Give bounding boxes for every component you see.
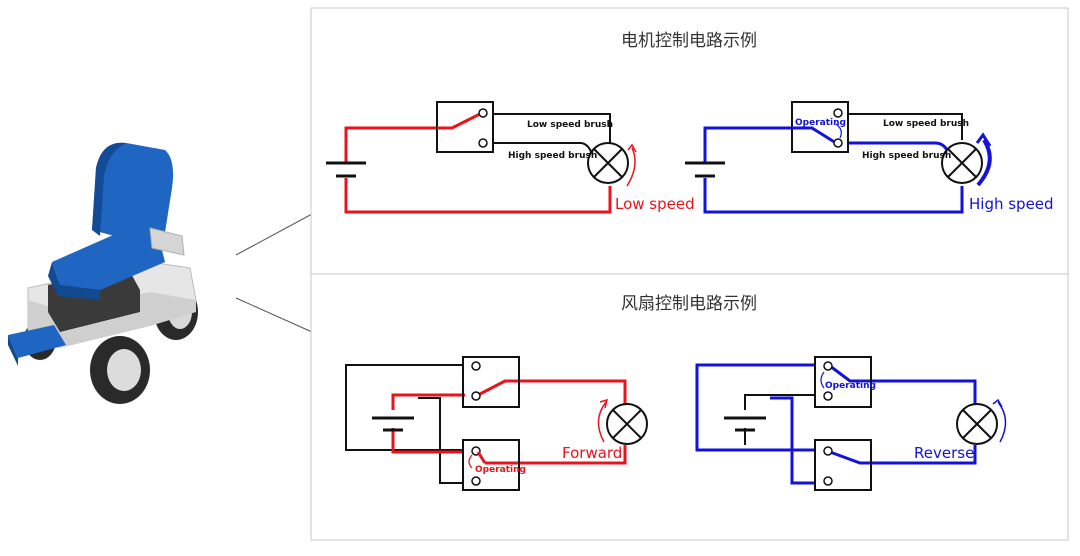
- high-speed-brush-label: High speed brush: [862, 151, 951, 161]
- rotation-arrow: [626, 147, 636, 187]
- low-speed-caption: Low speed: [615, 195, 695, 213]
- powered-wheelchair-icon: [8, 142, 198, 404]
- motor-icon: [606, 403, 648, 445]
- motor-icon: [956, 403, 998, 445]
- relay-switch-icon: [814, 439, 872, 491]
- battery-icon: [326, 161, 366, 178]
- callout-line-bottom: [235, 297, 313, 333]
- battery-icon: [685, 161, 725, 178]
- relay-switch-icon: [462, 356, 520, 408]
- fan-panel: [310, 273, 1069, 541]
- operating-label: Operating: [795, 118, 846, 128]
- motor-high-speed-circuit: Operating Low speed brush High speed bru…: [685, 101, 1054, 214]
- motor-panel-title: 电机控制电路示例: [621, 31, 757, 51]
- motor-icon: [587, 142, 629, 184]
- reverse-caption: Reverse: [914, 444, 974, 462]
- rotation-arrow: [976, 138, 992, 187]
- battery-icon: [724, 416, 766, 432]
- relay-switch-icon: [814, 356, 872, 408]
- fan-forward-circuit: Operating Forward: [345, 356, 648, 491]
- rotation-arrow: [597, 401, 607, 443]
- high-speed-caption: High speed: [969, 195, 1054, 213]
- motor-low-speed-circuit: Low speed brush High speed brush Low spe…: [326, 101, 695, 214]
- motor-icon: [941, 142, 983, 184]
- operating-label: Operating: [475, 465, 526, 475]
- fan-panel-title: 风扇控制电路示例: [621, 294, 757, 314]
- battery-icon: [372, 416, 414, 432]
- fan-reverse-circuit: Operating Reverse: [695, 356, 1007, 491]
- operating-label: Operating: [825, 381, 876, 391]
- low-speed-brush-label: Low speed brush: [883, 119, 969, 129]
- relay-switch-icon: [462, 439, 520, 491]
- callout-line-top: [235, 213, 313, 256]
- high-speed-brush-label: High speed brush: [508, 151, 597, 161]
- forward-caption: Forward: [562, 444, 622, 462]
- low-speed-brush-label: Low speed brush: [527, 120, 613, 130]
